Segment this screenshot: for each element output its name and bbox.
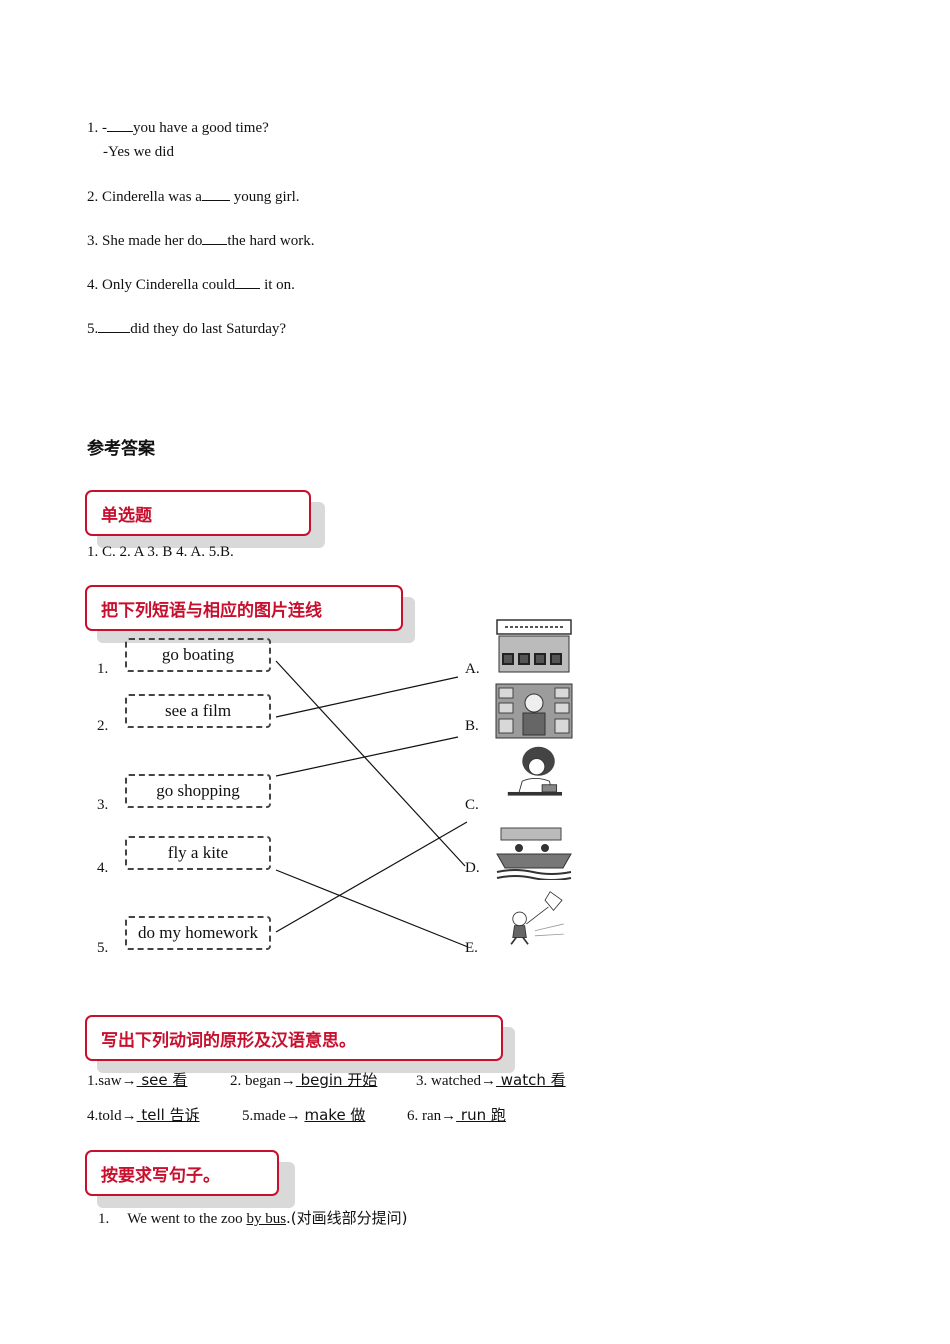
match-line — [275, 660, 466, 867]
picture-letter: C. — [465, 797, 479, 813]
phrase-go-boating: go boating — [125, 638, 271, 672]
blank — [98, 320, 131, 333]
shop-picture-icon — [495, 683, 573, 739]
phrase-number: 5. — [97, 940, 109, 956]
section-title: 按要求写句子。 — [101, 1166, 220, 1186]
blank — [235, 276, 261, 289]
question-1b: -Yes we did — [103, 144, 174, 160]
phrase-do-my-homework: do my homework — [125, 916, 271, 950]
sentence-question-1: 1.We went to the zoo by bus.(对画线部分提问) — [98, 1209, 408, 1227]
section-title: 单选题 — [101, 506, 152, 526]
picture-letter: E. — [465, 940, 478, 956]
section-title: 把下列短语与相应的图片连线 — [101, 601, 322, 621]
verb-item: 5.made→ make 做 — [242, 1106, 366, 1124]
cinema-picture-icon — [496, 619, 572, 673]
answers-heading: 参考答案 — [87, 439, 155, 459]
verb-item: 2. began→ begin 开始 — [230, 1071, 378, 1089]
section-box: 把下列短语与相应的图片连线 — [85, 585, 403, 631]
blank — [107, 119, 133, 132]
phrase-number: 4. — [97, 860, 109, 876]
question-5: 5.did they do last Saturday? — [87, 320, 287, 337]
match-line — [275, 821, 468, 933]
phrase-number: 1. — [97, 661, 109, 677]
verb-item: 6. ran→ run 跑 — [407, 1106, 506, 1124]
section-box: 单选题 — [85, 490, 311, 536]
phrase-number: 2. — [97, 718, 109, 734]
boat-picture-icon — [496, 827, 572, 880]
verb-item: 3. watched→ watch 看 — [416, 1071, 566, 1089]
picture-letter: D. — [465, 860, 480, 876]
verb-item: 4.told→ tell 告诉 — [87, 1106, 200, 1124]
phrase-number: 3. — [97, 797, 109, 813]
verb-item: 1.saw→ see 看 — [87, 1071, 188, 1089]
match-line — [275, 736, 459, 777]
section-matching: 把下列短语与相应的图片连线 — [85, 585, 420, 647]
single-choice-answers: 1. C. 2. A 3. B 4. A. 5.B. — [87, 544, 234, 560]
match-line — [275, 869, 469, 948]
picture-letter: B. — [465, 718, 479, 734]
picture-letter: A. — [465, 661, 480, 677]
question-2: 2. Cinderella was a young girl. — [87, 188, 300, 205]
phrase-go-shopping: go shopping — [125, 774, 271, 808]
phrase-fly-a-kite: fly a kite — [125, 836, 271, 870]
question-4: 4. Only Cinderella could it on. — [87, 276, 295, 293]
blank — [202, 232, 228, 245]
phrase-see-a-film: see a film — [125, 694, 271, 728]
section-box: 按要求写句子。 — [85, 1150, 279, 1196]
homework-picture-icon — [507, 746, 562, 796]
section-write-sentences: 按要求写句子。 — [85, 1150, 300, 1212]
section-single-choice: 单选题 — [85, 490, 330, 552]
blank — [201, 188, 230, 201]
match-line — [275, 676, 459, 718]
section-box: 写出下列动词的原形及汉语意思。 — [85, 1015, 503, 1061]
kite-picture-icon — [510, 891, 564, 945]
question-1a: 1. -you have a good time? — [87, 119, 269, 136]
section-title: 写出下列动词的原形及汉语意思。 — [101, 1031, 356, 1051]
section-verb-forms: 写出下列动词的原形及汉语意思。 — [85, 1015, 520, 1077]
